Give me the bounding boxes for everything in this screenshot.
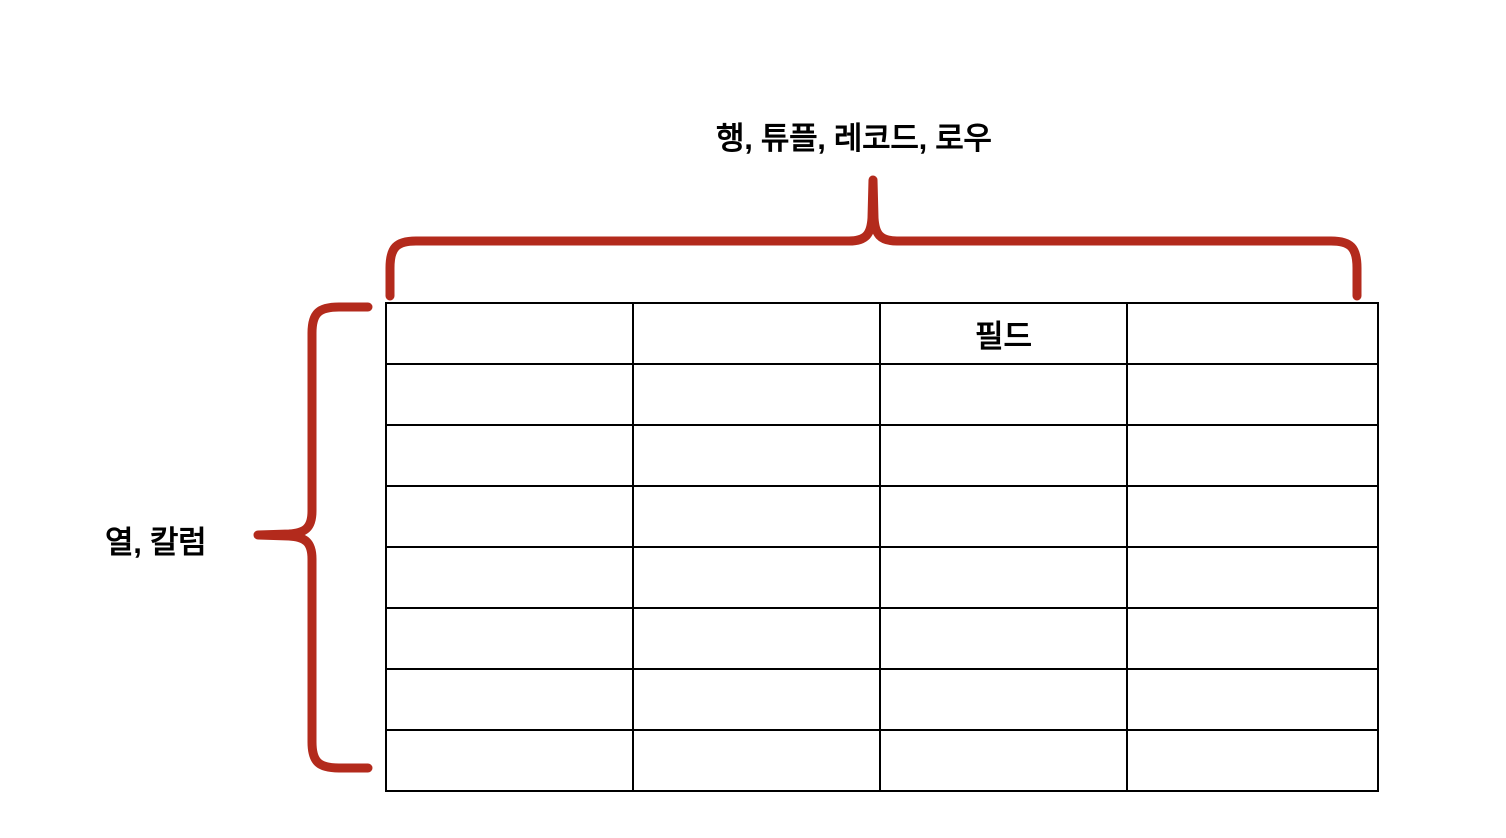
highlighted-cell [879, 485, 1128, 548]
row-terminology-label: 행, 튜플, 레코드, 로우 [716, 121, 992, 156]
row-brace-icon [385, 175, 1362, 301]
key-column-cell [385, 546, 634, 609]
highlighted-cell [632, 485, 881, 548]
table-row [385, 729, 1379, 792]
table-cell [632, 668, 881, 731]
table-cell [879, 607, 1128, 670]
table-cell [879, 546, 1128, 609]
data-table: 필드 [385, 302, 1379, 792]
highlighted-cell [1126, 485, 1379, 548]
table-header-row: 필드 [385, 302, 1379, 365]
table-row [385, 424, 1379, 487]
key-column-cell [385, 607, 634, 670]
header-cell-field: 필드 [879, 302, 1128, 365]
table-cell [632, 546, 881, 609]
header-cell-2 [632, 302, 881, 365]
key-column-cell [385, 363, 634, 426]
table-cell [1126, 729, 1379, 792]
table-cell [1126, 546, 1379, 609]
table-row [385, 363, 1379, 426]
table-cell [879, 729, 1128, 792]
table-cell [1126, 607, 1379, 670]
table-cell [632, 729, 881, 792]
header-cell-1 [385, 302, 634, 365]
key-column-cell [385, 485, 634, 548]
table-cell [632, 363, 881, 426]
table-cell [1126, 424, 1379, 487]
table-row [385, 668, 1379, 731]
key-column-cell [385, 668, 634, 731]
table-row [385, 546, 1379, 609]
table-cell [632, 607, 881, 670]
table-cell [1126, 363, 1379, 426]
table-cell [632, 424, 881, 487]
data-table-container: 필드 [385, 302, 1379, 792]
column-brace-icon [253, 302, 373, 773]
header-cell-4 [1126, 302, 1379, 365]
key-column-cell [385, 424, 634, 487]
table-row-highlighted [385, 485, 1379, 548]
key-column-cell [385, 729, 634, 792]
table-cell [879, 424, 1128, 487]
table-cell [1126, 668, 1379, 731]
table-row [385, 607, 1379, 670]
table-cell [879, 668, 1128, 731]
column-terminology-label: 열, 칼럼 [105, 525, 207, 560]
table-cell [879, 363, 1128, 426]
